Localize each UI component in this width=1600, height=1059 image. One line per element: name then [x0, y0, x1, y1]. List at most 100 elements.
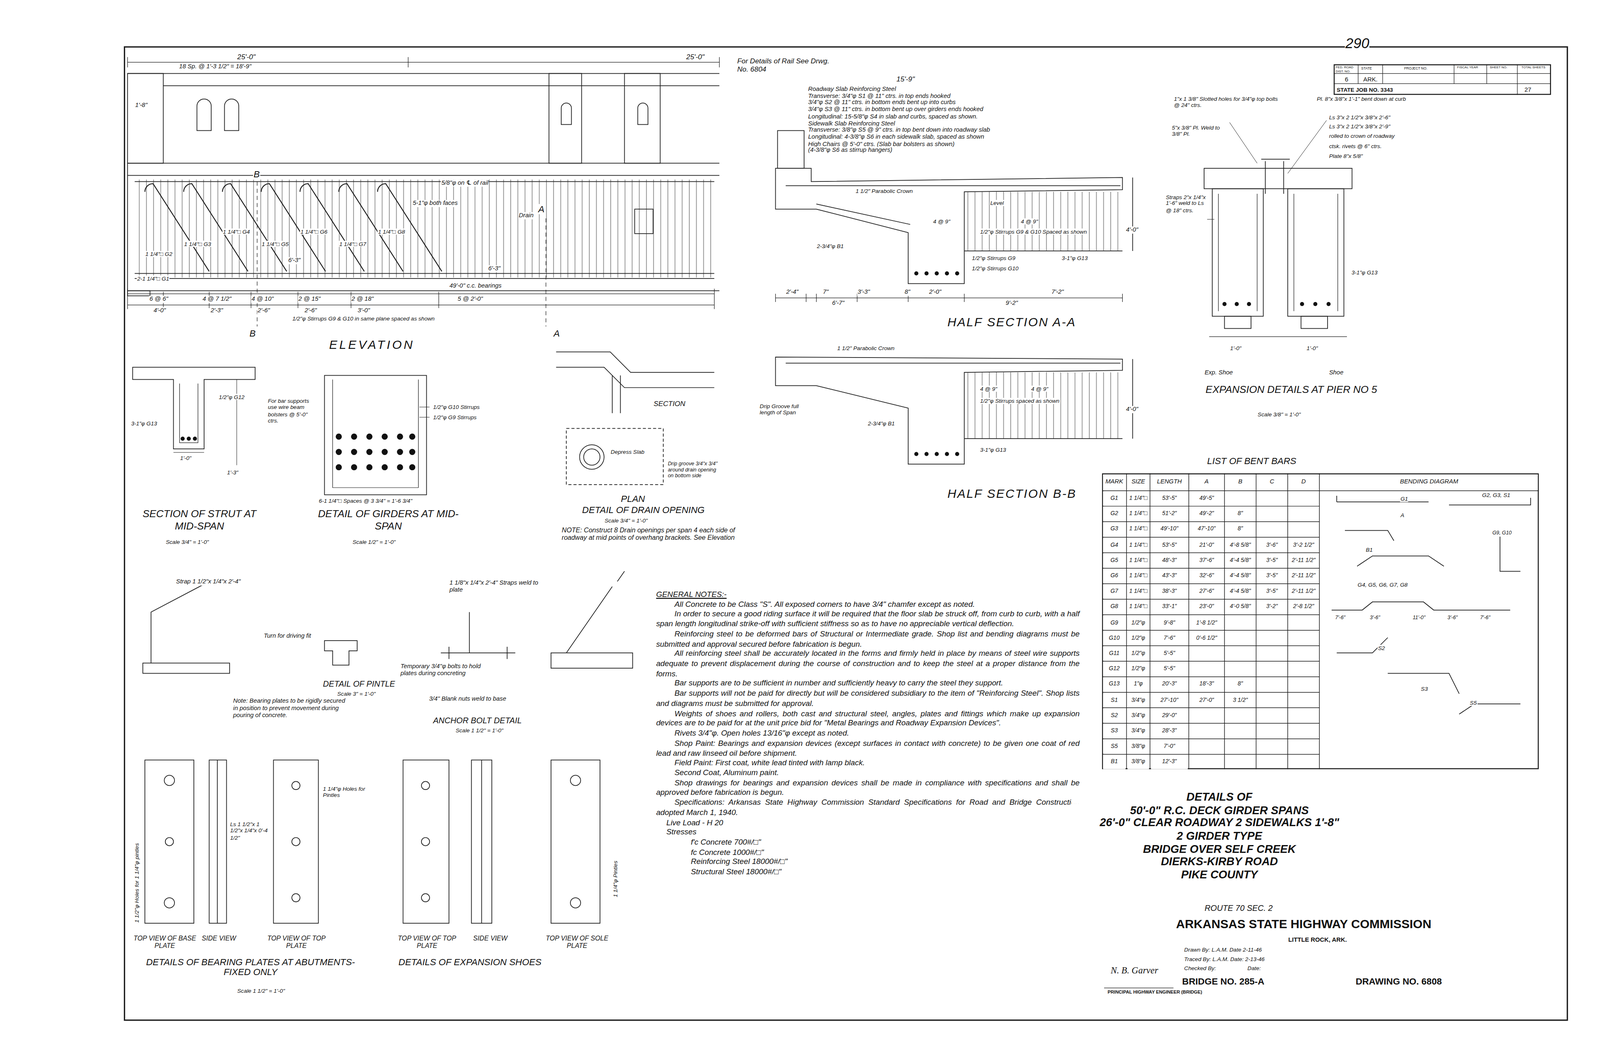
table-cell: 8" — [1225, 507, 1256, 521]
drawing-title: 2 GIRDER TYPE — [1071, 829, 1368, 843]
drawing-label: DETAILS OF EXPANSION SHOES — [397, 957, 542, 968]
drawing-label: Turn for driving fit — [263, 632, 312, 640]
table-cell: 1'-8 1/2" — [1189, 616, 1224, 630]
drawing-label: Temporary 3/4"φ bolts to hold plates dur… — [400, 663, 496, 678]
drawing-label: Exp. Shoe — [1204, 369, 1234, 377]
drawing-label: 1 1/8"x 1/4"x 2'-4" Straps weld to plate — [448, 579, 542, 594]
drawing-label: ELEVATION — [328, 338, 415, 353]
table-cell: G10 — [1102, 631, 1126, 645]
drawing-label: DETAIL OF GIRDERS AT MID-SPAN — [306, 508, 471, 532]
drawing-label: 2-3/4"φ B1 — [867, 420, 896, 428]
table-cell: 4'-8 5/8" — [1225, 538, 1256, 552]
drawing-label: DETAILS OF BEARING PLATES AT ABUTMENTS-F… — [132, 957, 369, 979]
table-cell: 3'-5" — [1257, 569, 1287, 584]
table-cell: 32'-6" — [1189, 569, 1224, 584]
drawing-label: Shoe — [1328, 369, 1344, 377]
drawing-label: Level — [989, 200, 1005, 207]
drawing-label: Scale 1 1/2" = 1'-0" — [236, 987, 286, 995]
drawing-label: 1 1/4"□ G3 — [183, 240, 212, 248]
title-block-cell: FISCAL YEAR — [1457, 66, 1486, 70]
drawing-label: ROUTE 70 SEC. 2 — [1204, 904, 1274, 914]
drawing-label: 9'-2" — [1004, 300, 1019, 307]
general-note: Shop Paint: Bearings and expansion devic… — [655, 738, 1080, 759]
table-cell: G3 — [1102, 523, 1126, 537]
table-cell: 2'-8 1/2" — [1288, 600, 1319, 614]
drawing-label: Plate 8"x 5/8" — [1328, 153, 1363, 160]
drawing-label: G9, G10 — [1491, 530, 1512, 537]
table-cell: 1 1/4"□ — [1127, 491, 1149, 506]
table-cell: S1 — [1102, 693, 1126, 707]
table-cell: 3'-5" — [1257, 584, 1287, 599]
table-cell: G8 — [1102, 600, 1126, 614]
table-cell: 5'-5" — [1151, 646, 1188, 661]
drawing-label: Strap 1 1/2"x 1/4"x 2'-4" — [175, 578, 241, 586]
drawing-label: Scale 1 1/2" = 1'-0" — [455, 727, 504, 735]
drawing-label: 4 @ 9" — [979, 385, 998, 393]
drawing-label: 1 1/2"φ Holes for 1 1/4"φ pintles — [133, 842, 141, 924]
table-cell: 4'-4 5/8" — [1225, 553, 1256, 568]
drawing-label: 1'-8" — [134, 102, 148, 110]
general-note: Weights of shoes and rollers, both cast … — [655, 708, 1080, 729]
general-note: f'c Concrete 700#/□" — [690, 837, 1080, 848]
table-cell: 1 1/4"□ — [1127, 523, 1149, 537]
drawing-label: SECTION — [653, 400, 687, 409]
table-cell: 21'-0" — [1189, 538, 1224, 552]
drawing-label: Ls 3"x 2 1/2"x 3/8"x 2'-9" — [1328, 123, 1391, 131]
drawing-label: 1'-0" — [1306, 344, 1319, 352]
drawing-label: 1 1/4"□ G6 — [300, 228, 328, 235]
table-cell: 9'-8" — [1151, 616, 1188, 630]
state-job-box: FED. ROAD DIST. NO.STATEPROJECT NO.FISCA… — [1333, 64, 1552, 95]
drawing-label: 4 @ 9" — [1030, 385, 1049, 393]
table-cell: 1 1/4"□ — [1127, 538, 1149, 552]
table-cell: 28'-3" — [1151, 724, 1188, 739]
drawing-label: 290 — [1344, 34, 1370, 52]
drawing-label: Drain — [518, 212, 535, 220]
drawing-label: 2-1 1/4"□ G1 — [136, 275, 170, 282]
drawing-label: A — [537, 204, 545, 215]
drawing-label: 25'-0" — [236, 53, 256, 62]
drawing-label: Straps 2"x 1/4"x 1'-6" weld to Ls @ 18" … — [1165, 193, 1208, 214]
drawing-label: 25'-0" — [685, 53, 705, 62]
drawing-label: Drawn By: L.A.M. Date 2-11-46 — [1183, 946, 1263, 954]
drawing-label: DETAIL OF DRAIN OPENING — [581, 504, 705, 516]
general-note: Shop drawings for bearings and expansion… — [655, 778, 1080, 798]
table-cell: 37'-6" — [1189, 553, 1224, 568]
drawing-label: 1/2"φ Stirrups spaced as shown — [979, 397, 1060, 405]
drawing-label: 49'-0" c.c. bearings — [448, 282, 503, 290]
drawing-label: 1/2"φ Stirrups G10 — [971, 265, 1020, 273]
drawing-label: 2 @ 18" — [351, 295, 375, 303]
drawing-label: HALF SECTION B-B — [946, 487, 1077, 502]
table-cell: 3'-2" — [1257, 600, 1287, 614]
drawing-label: 1 1/4"□ G5 — [261, 240, 290, 248]
drawing-label: Drip Groove full length of Span — [759, 402, 804, 416]
drawing-title: BRIDGE OVER SELF CREEK — [1071, 842, 1368, 856]
table-header: LENGTH — [1151, 474, 1188, 490]
table-header: MARK — [1102, 474, 1126, 490]
drawing-label: 3'-3" — [857, 288, 871, 296]
general-note: Reinforcing Steel 18000#/□" — [690, 857, 1080, 868]
reinforcing-note: Longitudinal: 4-3/8"φ S6 in each sidewal… — [808, 133, 1145, 141]
drawing-label: 2'-0" — [928, 288, 942, 296]
reinforcing-note: Sidewalk Slab Reinforcing Steel — [808, 120, 1145, 128]
drawing-label: 1 1/2" Parabolic Crown — [836, 344, 896, 352]
table-cell: 3/8"φ — [1127, 739, 1149, 754]
drawing-label: 1/2"φ G9 Stirrups — [432, 414, 477, 421]
drawing-label: 7'-6" — [1334, 615, 1346, 621]
drawing-label: 4'-0" — [1125, 406, 1139, 414]
drawing-label: 3-1"φ G13 — [1351, 269, 1379, 277]
drawing-label: 3-1"φ G13 — [1061, 255, 1089, 262]
drawing-label: 1/2"φ G12 — [218, 393, 246, 401]
drawing-label: 3'-6" — [1446, 615, 1459, 621]
drawing-label: Depress Slab — [610, 448, 645, 456]
table-cell: 3'-5" — [1257, 553, 1287, 568]
drawing-label: A — [1400, 512, 1405, 519]
table-grid — [1102, 473, 1539, 770]
drawing-label: 1 1/4"□ G2 — [144, 251, 173, 258]
drawing-label: Note: Bearing plates to be rigidly secur… — [232, 697, 346, 719]
table-header: BENDING DIAGRAM — [1320, 474, 1538, 490]
reinforcing-note: (4-3/8"φ S6 as stirrup hangers) — [808, 147, 1145, 155]
drawing-label: 2 @ 15" — [297, 295, 321, 303]
table-cell: 4'-4 5/8" — [1225, 569, 1256, 584]
notes-text-block: GENERAL NOTES:-All Concrete to be Class … — [655, 589, 1080, 878]
